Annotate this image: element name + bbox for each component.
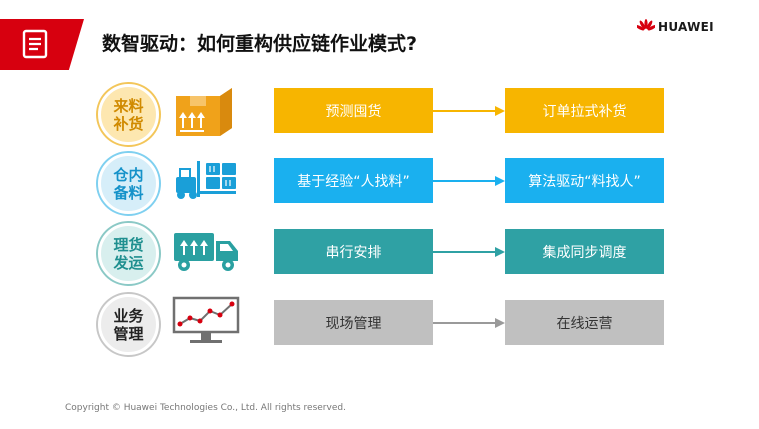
forklift-pallets-icon xyxy=(176,161,236,199)
brand-name: HUAWEI xyxy=(658,20,714,34)
current-mode-label: 现场管理 xyxy=(325,315,382,332)
target-mode-box: 订单拉式补货 xyxy=(505,88,664,133)
page-title: 数智驱动：如何重构供应链作业模式? xyxy=(102,33,418,55)
current-mode-box: 预测囤货 xyxy=(274,88,433,133)
delivery-truck-icon xyxy=(174,233,238,271)
badge-line-1: 理货 xyxy=(113,235,144,254)
badge-circle: 仓内 备料 xyxy=(98,153,159,214)
monitor-chart-icon xyxy=(172,296,240,343)
row-business-management: 业务 管理 现场管理 在线运营 xyxy=(0,294,759,355)
target-mode-box: 算法驱动“料找人” xyxy=(505,158,664,203)
target-mode-box: 在线运营 xyxy=(505,300,664,345)
current-mode-label: 串行安排 xyxy=(325,244,382,261)
current-mode-box: 现场管理 xyxy=(274,300,433,345)
target-mode-label: 在线运营 xyxy=(556,315,613,332)
badge-line-2: 补货 xyxy=(113,114,144,133)
target-mode-box: 集成同步调度 xyxy=(505,229,664,274)
badge-line-1: 业务 xyxy=(113,306,144,325)
current-mode-box: 串行安排 xyxy=(274,229,433,274)
current-mode-label: 基于经验“人找料” xyxy=(297,173,410,190)
badge-line-1: 来料 xyxy=(113,96,144,115)
header-icon-block xyxy=(0,19,84,70)
target-mode-label: 算法驱动“料找人” xyxy=(528,173,641,190)
current-mode-label: 预测囤货 xyxy=(325,103,382,120)
arrow-right-icon xyxy=(433,106,505,116)
badge-circle: 业务 管理 xyxy=(98,294,159,355)
target-mode-label: 订单拉式补货 xyxy=(542,103,627,120)
badge-circle: 来料 补货 xyxy=(98,84,159,145)
badge-line-2: 备料 xyxy=(113,183,144,202)
badge-circle: 理货 发运 xyxy=(98,223,159,284)
badge-line-1: 仓内 xyxy=(113,165,144,184)
current-mode-box: 基于经验“人找料” xyxy=(274,158,433,203)
copyright-footer: Copyright © Huawei Technologies Co., Ltd… xyxy=(65,403,346,413)
arrow-right-icon xyxy=(433,247,505,257)
target-mode-label: 集成同步调度 xyxy=(542,244,627,261)
row-shipment: 理货 发运 串行安排 集成同步调 xyxy=(0,223,759,284)
cardboard-box-icon xyxy=(176,88,232,136)
badge-line-2: 发运 xyxy=(113,253,144,272)
document-list-icon xyxy=(22,29,48,59)
badge-line-2: 管理 xyxy=(113,324,144,343)
arrow-right-icon xyxy=(433,318,505,328)
row-warehouse-picking: 仓内 备料 基于经验“人找料” xyxy=(0,153,759,214)
row-inbound-replenishment: 来料 补货 预测囤货 订单拉式补货 xyxy=(0,84,759,145)
arrow-right-icon xyxy=(433,176,505,186)
huawei-flower-icon xyxy=(637,19,655,31)
